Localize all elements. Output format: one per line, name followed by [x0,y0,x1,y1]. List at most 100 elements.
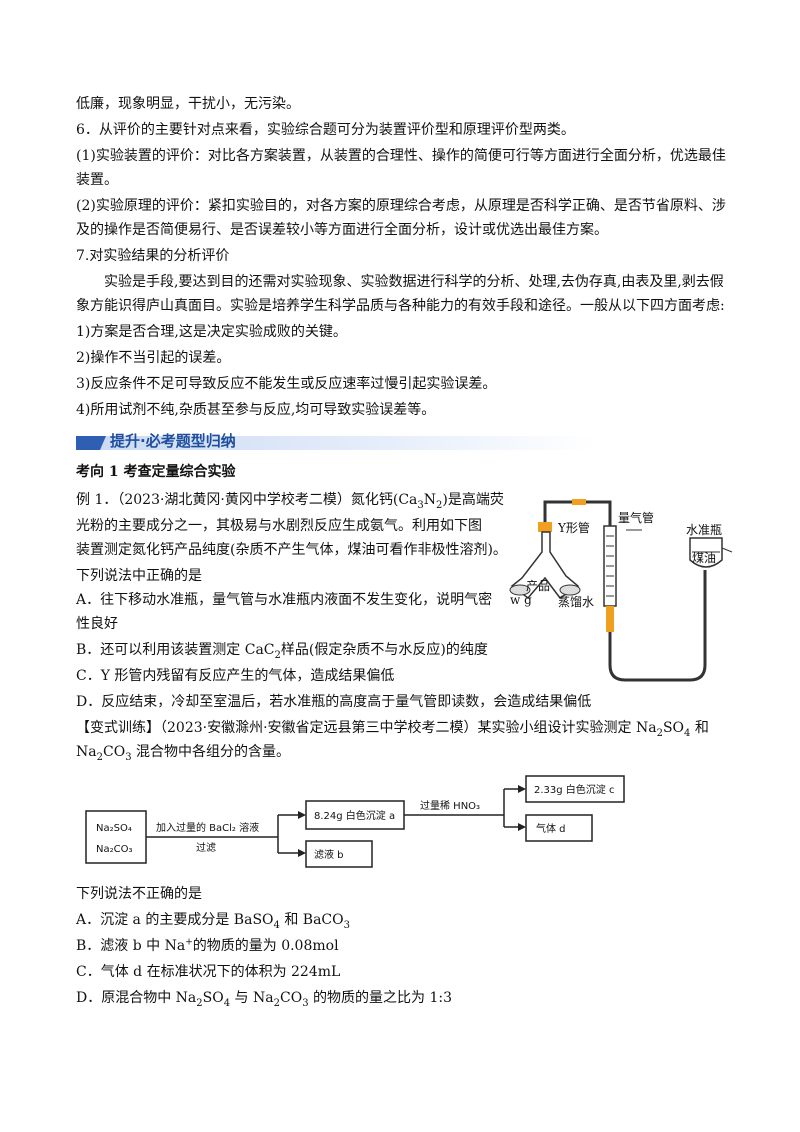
option-a-cont: 性良好 [76,616,118,632]
label-level-bottle: 水准瓶 [686,523,722,537]
option-b: B．还可以利用该装置测定 CaC2样品(假定杂质不与水反应)的纯度 [76,640,488,660]
option-d: D．原混合物中 Na2SO4 与 Na2CO3 的物质的量之比为 1:3 [76,988,452,1008]
text-line: 6．从评价的主要针对点来看，实验综合题可分为装置评价型和原理评价型两类。 [76,122,575,138]
subscript: 3 [302,997,309,1009]
subscript: 2 [436,499,443,511]
separation-flowchart: Na₂SO₄ Na₂CO₃ 加入过量的 BaCl₂ 溶液 过滤 8.24g 白色… [85,775,625,868]
text-line: 4)所用试剂不纯,杂质甚至参与反应,均可导致实验误差等。 [76,402,436,418]
text-segment: )是高端荧 [442,492,504,508]
box-precipitate-a [305,800,405,830]
option-a: A．沉淀 a 的主要成分是 BaSO4 和 BaCO3 [76,910,350,930]
text-line: 及的操作是否简便易行、是否误差较小等方面进行全面分析，设计或优选出最佳方案。 [76,222,608,238]
option-c: C．Y 形管内残留有反应产生的气体，造成结果偏低 [76,668,395,684]
arrow-label-reagent: 加入过量的 BaCl₂ 溶液 [156,821,259,834]
text-line: 象方能识得庐山真面目。实验是培养学生科学品质与各种能力的有效手段和途径。一般从以… [76,298,725,314]
text-segment: CO [279,990,303,1006]
subscript: 2 [96,751,103,763]
arrow-label-acid: 过量稀 HNO₃ [420,799,480,812]
arrowhead [298,811,306,819]
example-1-line: 例 1．（2023·湖北黄冈·黄冈中学校考二模）氮化钙(Ca3N2)是高端荧 [76,490,504,510]
pointer-line [721,547,733,553]
text-segment: 的物质的量为 0.08mol [192,938,339,954]
box-b-label: 滤液 b [314,848,344,861]
text-line: 3)反应条件不足可导致反应不能发生或反应速率过慢引起实验误差。 [76,376,497,392]
text-segment: A．沉淀 a 的主要成分是 BaSO [76,912,274,928]
variant-training-line: 【变式训练】（2023·安徽滁州·安徽省定远县第三中学校考二模）某实验小组设计实… [76,718,709,738]
variant-training-line: Na2CO3 混合物中各组分的含量。 [76,742,290,762]
rubber-hose [608,570,707,682]
subscript: 4 [684,727,691,739]
box-filtrate-b [305,840,373,868]
text-segment: B．滤液 b 中 Na [76,938,186,954]
subscript: 2 [196,997,203,1009]
box-d-label: 气体 d [536,822,566,835]
label-mass: w g [510,593,532,607]
section-banner: 提升·必考题型归纳 [76,426,596,452]
product-sample [509,584,531,596]
text-segment: SO [662,720,685,736]
text-segment: N [423,492,437,508]
rubber-tube-joint [606,606,614,632]
arrowhead [298,849,306,857]
subscript: 4 [223,997,231,1009]
banner-title: 提升·必考题型归纳 [110,432,236,450]
text-segment: 例 1．（2023·湖北黄冈·黄冈中学校考二模）氮化钙(Ca [76,492,418,508]
option-b: B．滤液 b 中 Na+的物质的量为 0.08mol [76,936,339,956]
text-segment: 的物质的量之比为 1:3 [308,990,452,1006]
subscript: 2 [273,997,280,1009]
text-segment: 与 Na [230,990,274,1006]
label-y-tube: Y形管 [557,520,590,535]
start-box [85,810,147,864]
subscript: 2 [656,727,663,739]
box-precipitate-c [525,775,625,803]
option-a: A．往下移动水准瓶，量气管与水准瓶内液面不发生变化，说明气密 [76,592,493,608]
label-water: 蒸馏水 [558,595,594,609]
label-product: 产品 [526,579,550,593]
text-segment: 样品(假定杂质不与水反应)的纯度 [280,642,488,658]
text-segment: CO [102,744,126,760]
start-label-2: Na₂CO₃ [96,844,132,855]
subscript: 4 [273,919,280,931]
label-kerosene: 煤油 [692,551,716,565]
text-line: 1)方案是否合理,这是决定实验成败的关键。 [76,324,347,340]
text-line: (2)实验原理的评价：紧扣实验目的，对各方案的原理综合考虑，从原理是否科学正确、… [76,198,726,214]
question-stem: 下列说法不正确的是 [76,886,202,902]
text-segment: SO [202,990,224,1006]
text-segment: 和 [690,720,709,736]
text-line: 低廉，现象明显，干扰小，无污染。 [76,96,300,112]
banner-bar [76,436,596,450]
text-line: 2)操作不当引起的误差。 [76,350,231,366]
stopper [538,522,552,532]
water-sample [559,584,581,596]
subscript: 2 [274,649,281,661]
arrowhead [518,823,526,831]
text-line: 光粉的主要成分之一，其极易与水剧烈反应生成氨气。利用如下图 [76,518,482,534]
text-line: 实验是手段,要达到目的还需对实验现象、实验数据进行科学的分析、处理,去伪存真,由… [104,274,724,290]
text-line: 装置。 [76,172,118,188]
text-segment: D．原混合物中 Na [76,990,197,1006]
subscript: 3 [343,919,350,931]
superscript: + [185,937,193,948]
text-segment: B．还可以利用该装置测定 CaC [76,642,275,658]
start-label-1: Na₂SO₄ [96,823,132,834]
text-segment: 和 BaCO [279,912,344,928]
arrowhead [518,785,526,793]
box-a-label: 8.24g 白色沉淀 a [314,809,395,822]
box-gas-d [525,814,593,842]
text-line: (1)实验装置的评价：对比各方案装置，从装置的合理性、操作的简便可行等方面进行全… [76,148,726,164]
banner-marker [76,436,106,450]
rubber-joint [572,499,586,505]
text-segment: 混合物中各组分的含量。 [131,744,291,760]
subscript: 3 [417,499,424,511]
text-segment: 【变式训练】（2023·安徽滁州·安徽省定远县第三中学校考二模）某实验小组设计实… [76,720,657,736]
gas-measurement-apparatus-diagram: Y形管 量气管 水准瓶 煤油 产品 w g 蒸馏水 [509,499,733,682]
text-segment: Na [76,744,97,760]
arrow-label-filter: 过滤 [196,841,216,854]
text-line: 装置测定氮化钙产品纯度(杂质不产生气体，煤油可看作非极性溶剂)。 [76,542,507,558]
y-tube [510,531,580,600]
option-c: C．气体 d 在标准状况下的体积为 224mL [76,964,341,980]
subscript: 3 [125,751,132,763]
box-c-label: 2.33g 白色沉淀 c [534,783,614,796]
text-line: 7.对实验结果的分析评价 [76,248,230,264]
